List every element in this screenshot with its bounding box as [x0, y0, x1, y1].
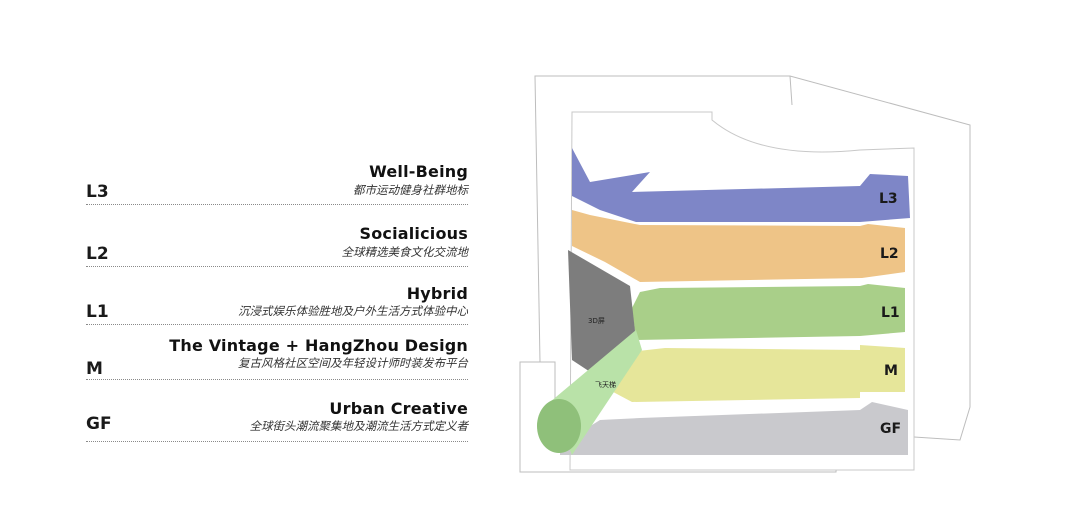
floor-plate-l3 [572, 148, 910, 222]
floor-subtitle: 复古风格社区空间及年轻设计师时装发布平台 [238, 356, 468, 370]
floor-title: Urban Creative [329, 399, 468, 418]
label-escalator: 飞天梯 [595, 380, 616, 389]
floor-title: The Vintage + HangZhou Design [169, 336, 468, 355]
floor-code: M [86, 359, 103, 379]
floor-title: Well-Being [369, 162, 468, 181]
floor-code: GF [86, 414, 112, 434]
label-3d-screen: 3D屏 [588, 317, 605, 325]
legend-row-l1: L1 Hybrid 沉浸式娱乐体验胜地及户外生活方式体验中心 [86, 282, 468, 330]
floor-code: L3 [86, 182, 109, 202]
divider [86, 379, 468, 380]
floor-code: L1 [86, 302, 109, 322]
divider [86, 204, 468, 205]
floor-subtitle: 全球街头潮流聚集地及潮流生活方式定义者 [249, 419, 469, 433]
diagram-label-l3: L3 [879, 191, 898, 207]
floor-plate-gf [560, 402, 908, 455]
floor-plate-l1 [632, 284, 905, 340]
diagram-label-l2: L2 [880, 246, 899, 262]
divider [86, 324, 468, 325]
escalator-end [537, 399, 581, 453]
diagram-label-m: M [884, 363, 898, 379]
floor-subtitle: 沉浸式娱乐体验胜地及户外生活方式体验中心 [238, 304, 468, 318]
legend-row-m: M The Vintage + HangZhou Design 复古风格社区空间… [86, 335, 468, 383]
floor-subtitle: 全球精选美食文化交流地 [341, 245, 469, 259]
legend-row-l2: L2 Socialicious 全球精选美食文化交流地 [86, 222, 468, 270]
floor-title: Socialicious [359, 224, 468, 243]
legend-row-gf: GF Urban Creative 全球街头潮流聚集地及潮流生活方式定义者 [86, 398, 468, 446]
floor-plate-l2 [572, 210, 905, 282]
diagram-label-l1: L1 [881, 305, 900, 321]
divider [86, 266, 468, 267]
legend-row-l3: L3 Well-Being 都市运动健身社群地标 [86, 160, 468, 208]
floor-title: Hybrid [406, 284, 468, 303]
divider [86, 441, 468, 442]
floor-subtitle: 都市运动健身社群地标 [353, 183, 468, 197]
diagram-label-gf: GF [880, 421, 901, 437]
floor-plate-m [600, 345, 905, 402]
floor-code: L2 [86, 244, 109, 264]
